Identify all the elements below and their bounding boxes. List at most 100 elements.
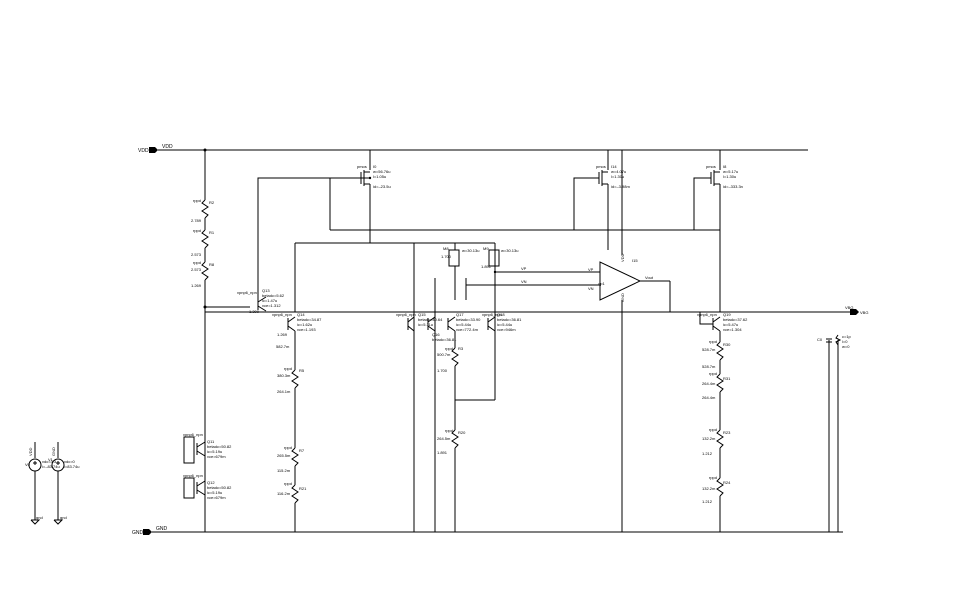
pmos-i0[interactable]: pmos I0 w=56.76u l=1.05u id=–23.5u <box>357 150 391 200</box>
svg-text:betadc=33.90: betadc=33.90 <box>456 317 481 322</box>
vbg-pin-icon[interactable] <box>850 309 859 315</box>
svg-text:380.3m: 380.3m <box>277 373 291 378</box>
vbg-pin-label: VBG <box>860 310 868 315</box>
svg-text:VN: VN <box>521 279 527 284</box>
svg-text:2.789: 2.789 <box>191 218 202 223</box>
svg-text:VDD: VDD <box>28 447 33 456</box>
svg-text:528.7m: 528.7m <box>702 347 716 352</box>
resistor-r21[interactable]: rppd R21 116.2m <box>277 481 307 504</box>
resistor-r31[interactable]: rppd R31 264.4m <box>702 371 731 393</box>
resistor-r20[interactable]: rppd R20 264.5m <box>437 428 466 449</box>
svg-text:264.4m: 264.4m <box>702 381 716 386</box>
svg-text:vce=1.304: vce=1.304 <box>723 327 742 332</box>
svg-text:582.7m: 582.7m <box>276 344 290 349</box>
svg-text:vpnp6_npn: vpnp6_npn <box>697 312 717 317</box>
svg-text:Q14: Q14 <box>297 312 305 317</box>
svg-text:rppd: rppd <box>445 346 453 351</box>
svg-text:Q11: Q11 <box>207 439 215 444</box>
svg-text:id=–23.5u: id=–23.5u <box>373 184 391 189</box>
bjt-q18[interactable]: vpnp6_npn Q18 betadc=36.81 ic=5.44u vce=… <box>482 312 522 332</box>
bjt-q14[interactable]: vpnp6_npn Q14 betadc=34.87 ic=1.62u vce=… <box>272 312 322 337</box>
svg-text:w=30.13u: w=30.13u <box>501 248 518 253</box>
pmos-m8[interactable]: M8 w=30.13u 1.700 <box>441 243 479 300</box>
pmos-i14[interactable]: pmos I14 w=4.07u l=1.30u id=–3.98m <box>573 150 630 250</box>
bjt-q11[interactable]: vpnp6_npn Q11 betadc=50.82 ic=5.19u vce=… <box>183 432 232 464</box>
svg-text:vpnp6_npn: vpnp6_npn <box>183 432 203 437</box>
svg-text:265.5m: 265.5m <box>277 453 291 458</box>
svg-text:op1: op1 <box>598 281 605 286</box>
svg-text:M8: M8 <box>443 246 449 251</box>
pmos-i8[interactable]: pmos I8 w=5.17u l=1.30u id=–333.3n <box>693 150 743 312</box>
svg-text:vce=1.193: vce=1.193 <box>297 327 316 332</box>
source-v0[interactable]: VDD V0 vdc=3.3 i=–83.74u gnd <box>25 442 60 525</box>
pmos-m9[interactable]: M9 w=30.13u 1.891 <box>481 243 518 269</box>
bjt-q13[interactable]: vpnp6_npn Q13 betadc=5.62 ic=1.47u vce=1… <box>237 288 285 314</box>
svg-text:gnd: gnd <box>36 515 43 520</box>
svg-text:R24: R24 <box>723 480 731 485</box>
bias-wires <box>257 177 720 532</box>
svg-text:I8: I8 <box>723 164 727 169</box>
resistor-r7[interactable]: rppd R7 265.5m <box>277 445 305 467</box>
source-v1[interactable]: GND V1 vdc=0 i=83.74u gnd <box>48 442 79 525</box>
svg-text:betadc=40.64: betadc=40.64 <box>418 317 443 322</box>
svg-text:rppd: rppd <box>284 445 292 450</box>
svg-text:ic=5.47u: ic=5.47u <box>723 322 738 327</box>
resistor-r30[interactable]: rppd R30 528.7m <box>702 339 731 361</box>
bjt-q16[interactable]: Q16 betadc=36.81 <box>427 316 457 342</box>
svg-text:id=–333.3n: id=–333.3n <box>723 184 743 189</box>
svg-text:vpnp6_npn: vpnp6_npn <box>396 312 416 317</box>
svg-text:Q19: Q19 <box>723 312 731 317</box>
resistor-r23[interactable]: rppd R23 132.2m <box>702 427 731 449</box>
svg-text:w=5.17u: w=5.17u <box>723 169 738 174</box>
svg-text:1.891: 1.891 <box>481 264 492 269</box>
svg-text:id=–3.98m: id=–3.98m <box>611 184 630 189</box>
svg-text:w=30.13u: w=30.13u <box>462 248 479 253</box>
resistor-r5[interactable]: rppd R5 380.3m <box>277 366 305 389</box>
svg-text:I14: I14 <box>611 164 617 169</box>
opamp-op1[interactable]: op1 VP VN I15 Vout VDD GND <box>588 253 671 532</box>
svg-text:pmos: pmos <box>596 164 606 169</box>
svg-text:ic=5.44u: ic=5.44u <box>456 322 471 327</box>
svg-text:vce=1.312: vce=1.312 <box>262 303 281 308</box>
svg-text:ic=1.62u: ic=1.62u <box>297 322 312 327</box>
resistor-r8[interactable]: rppd R8 2.573 <box>191 260 215 281</box>
svg-text:VP: VP <box>521 266 527 271</box>
svg-text:vpnp6_npn: vpnp6_npn <box>482 312 502 317</box>
svg-text:R23: R23 <box>723 430 731 435</box>
svg-text:2.573: 2.573 <box>191 267 202 272</box>
bjt-q17[interactable]: Q17 betadc=33.90 ic=5.44u vce=772.4m <box>447 312 481 332</box>
svg-text:Q17: Q17 <box>456 312 464 317</box>
svg-text:rppd: rppd <box>193 198 201 203</box>
resistor-r3[interactable]: rppd R3 500.7m <box>437 346 464 367</box>
svg-text:Q15: Q15 <box>418 312 426 317</box>
svg-text:GND: GND <box>51 447 56 456</box>
bjt-q15[interactable]: vpnp6_npn Q15 betadc=40.64 ic=5.11u <box>396 312 443 332</box>
capacitor-c0[interactable]: C0 c=1p l=0 w=0 <box>817 334 852 532</box>
svg-text:w=56.76u: w=56.76u <box>373 169 390 174</box>
bjt-q12[interactable]: vpnp6_npn Q12 betadc=50.82 ic=5.19u vce=… <box>183 473 232 500</box>
vbg-output: VBG VBG <box>205 305 868 315</box>
resistor-r24[interactable]: rppd R24 132.2m <box>702 475 731 497</box>
svg-text:i=83.74u: i=83.74u <box>64 464 79 469</box>
svg-text:1.700: 1.700 <box>441 254 452 259</box>
svg-text:VP: VP <box>588 267 594 272</box>
svg-text:ic=5.19u: ic=5.19u <box>207 490 222 495</box>
svg-text:ic=5.11u: ic=5.11u <box>418 322 433 327</box>
svg-text:R5: R5 <box>299 368 305 373</box>
svg-text:vce=679m: vce=679m <box>207 495 226 500</box>
bjt-q19[interactable]: vpnp6_npn Q19 betadc=37.62 ic=5.47u vce=… <box>697 312 748 332</box>
resistor-r2[interactable]: rppd R2 2.789 <box>191 198 215 223</box>
svg-text:vdc=3.3: vdc=3.3 <box>42 459 57 464</box>
resistor-r1[interactable]: rppd R1 2.573 <box>191 228 215 257</box>
svg-text:M9: M9 <box>483 246 489 251</box>
svg-text:1.891: 1.891 <box>437 450 448 455</box>
gnd-pin-label: GND <box>132 530 144 536</box>
vdd-pin-icon[interactable] <box>149 147 158 153</box>
svg-text:rppd: rppd <box>445 428 453 433</box>
svg-text:vdc=0: vdc=0 <box>64 459 76 464</box>
svg-text:132.2m: 132.2m <box>702 486 716 491</box>
svg-text:R2: R2 <box>209 200 215 205</box>
gnd-pin-icon[interactable] <box>143 529 152 535</box>
svg-text:betadc=36.81: betadc=36.81 <box>432 337 457 342</box>
